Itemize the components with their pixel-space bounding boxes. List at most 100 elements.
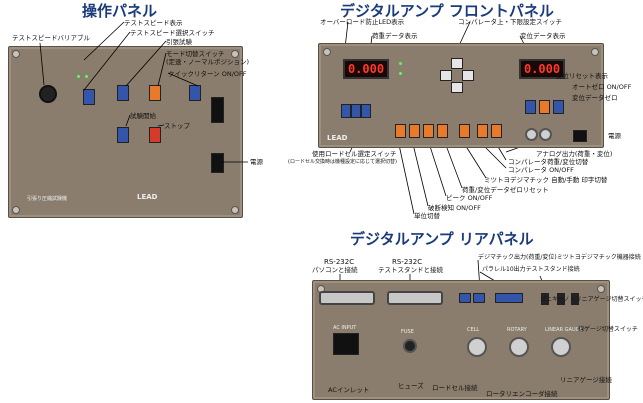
label-comp-onoff: コンパレータ ON/OFF (508, 166, 574, 174)
label-comp-select: コンパレータ荷重/変位切替 (508, 158, 589, 166)
speed-select-button[interactable] (83, 89, 95, 105)
auto-zero-button[interactable] (539, 100, 550, 114)
label-rs232-pc-sub: パソコンと接続 (312, 266, 358, 274)
screw-icon (591, 48, 599, 56)
ac-inlet[interactable] (333, 333, 359, 355)
rs232-pc-connector[interactable] (319, 291, 375, 305)
label-mode-switch: モード切替スイッチ (166, 50, 225, 58)
operation-panel-title: 操作パネル (82, 2, 158, 20)
label-overload-led: オーバーロード防止LED表示 (320, 18, 405, 26)
rotary-text: ROTARY (507, 327, 527, 333)
label-speed-display: テストスピード表示 (124, 19, 183, 27)
screw-icon (323, 48, 331, 56)
screw-icon (597, 285, 605, 293)
led-icon (77, 75, 80, 78)
power-switch[interactable] (211, 97, 224, 123)
screw-icon (231, 50, 239, 58)
parallel-connector[interactable] (495, 293, 523, 303)
label-ac-inlet: ACインレット (328, 386, 370, 394)
label-mode-switch-sub: (定速・ノーマルポジション) (166, 58, 250, 66)
label-stop: ストップ (164, 122, 190, 130)
panel-logo: LEAD (137, 193, 158, 201)
loadcell-select-button[interactable] (361, 104, 371, 118)
label-break-detect: 破断検知 ON/OFF (428, 204, 481, 212)
load-display: 0.000 (343, 59, 389, 79)
label-test-start: 試験開始 (130, 112, 156, 120)
power-switch-2[interactable] (211, 153, 224, 173)
label-speed-select: テストスピード選択スイッチ (130, 29, 215, 37)
label-rs232-pc: RS-232C (324, 258, 355, 266)
pull-test-button[interactable] (117, 85, 129, 101)
mitutoyo-button[interactable] (459, 124, 470, 138)
rear-panel: AC INPUT FUSE CELL ROTARY LINEAR GAUGE (312, 280, 610, 400)
label-loadcell-note: (ロードセル交換時は機種設定に応じて選択切替) (288, 159, 397, 165)
disp-reset-button[interactable] (525, 100, 536, 114)
label-unit-switch: 単位切替 (414, 212, 440, 220)
label-comparator-switch: コンパレータ上・下限設定スイッチ (458, 18, 562, 26)
right-arrow-key[interactable] (462, 70, 474, 81)
front-panel-title: デジタルアンプ フロントパネル (340, 2, 554, 20)
screw-icon (12, 206, 20, 214)
fuse-holder[interactable] (403, 339, 417, 353)
digimatic-connector[interactable] (473, 293, 485, 303)
label-rs232-stand-sub: テストスタンドと接続 (378, 266, 443, 274)
label-quick-return: クイックリターン ON/OFF (168, 70, 247, 78)
label-linear-switch: ビニキーノ・リニアゲージ切替スイッチ (540, 296, 643, 303)
label-digimatic: デジマチック出力(荷重/変位)ミツトヨデジマチック機器接続 (478, 254, 641, 261)
label-fuse: ヒューズ (398, 382, 424, 390)
linear-gauge-connector[interactable] (551, 337, 571, 357)
comparator-onoff-button[interactable] (477, 124, 488, 138)
front-logo: LEAD (327, 134, 348, 142)
analog-out-connector[interactable] (539, 128, 552, 141)
screw-icon (231, 206, 239, 214)
mode-switch-button[interactable] (149, 85, 161, 101)
label-disp-zero: 変位データゼロ (572, 94, 618, 102)
left-arrow-key[interactable] (440, 70, 452, 81)
ac-input-text: AC INPUT (333, 325, 357, 331)
digimatic-connector[interactable] (459, 293, 471, 303)
break-detect-button[interactable] (409, 124, 420, 138)
rotary-connector[interactable] (509, 337, 529, 357)
led-icon (85, 75, 88, 78)
down-arrow-key[interactable] (451, 82, 463, 93)
zero-reset-button[interactable] (437, 124, 448, 138)
rs232-stand-connector[interactable] (387, 291, 443, 305)
linear-switch[interactable] (571, 293, 579, 305)
quick-return-button[interactable] (189, 85, 201, 101)
label-loadcell: ロードセル接続 (432, 384, 478, 392)
linear-switch[interactable] (557, 293, 565, 305)
disp-zero-button[interactable] (553, 100, 564, 114)
linear-switch[interactable] (541, 293, 549, 305)
rear-panel-title: デジタルアンプ リアパネル (350, 230, 534, 248)
led-icon (399, 72, 402, 75)
loadcell-select-button[interactable] (351, 104, 361, 118)
label-rotary: ロータリエンコーダ接続 (486, 390, 558, 398)
label-parallel: パラレル10出力テストスタンド接続 (482, 266, 580, 273)
label-power: 電源 (250, 158, 263, 166)
test-start-button[interactable] (117, 127, 129, 143)
label-peak: ピーク ON/OFF (446, 194, 493, 202)
analog-out-connector[interactable] (525, 128, 538, 141)
front-panel: 0.000 0.000 LEAD (318, 43, 604, 148)
label-disp-reset: 変位リセット表示 (556, 72, 608, 80)
fuse-text: FUSE (401, 329, 414, 335)
led-icon (399, 62, 402, 65)
label-auto-zero: オートゼロ ON/OFF (572, 83, 632, 91)
linear-text: LINEAR GAUGE (545, 327, 583, 333)
peak-button[interactable] (423, 124, 434, 138)
loadcell-select-button[interactable] (341, 104, 351, 118)
label-front-power: 電源 (608, 132, 621, 140)
label-rs232-stand: RS-232C (392, 258, 423, 266)
front-power-switch[interactable] (573, 130, 587, 142)
speed-variable-knob[interactable] (39, 85, 57, 103)
label-load-zero: 荷重/変位データゼロリセット (462, 186, 549, 194)
stop-button[interactable] (149, 127, 161, 143)
panel-text: 引張り圧縮試験機 (27, 196, 68, 202)
up-arrow-key[interactable] (451, 58, 463, 69)
loadcell-connector[interactable] (467, 337, 487, 357)
cell-text: CELL (467, 327, 480, 333)
label-load-display: 荷重データ表示 (372, 32, 418, 40)
unit-switch-button[interactable] (395, 124, 406, 138)
comparator-select-button[interactable] (491, 124, 502, 138)
label-pull-test: 引張試験 (166, 38, 192, 46)
